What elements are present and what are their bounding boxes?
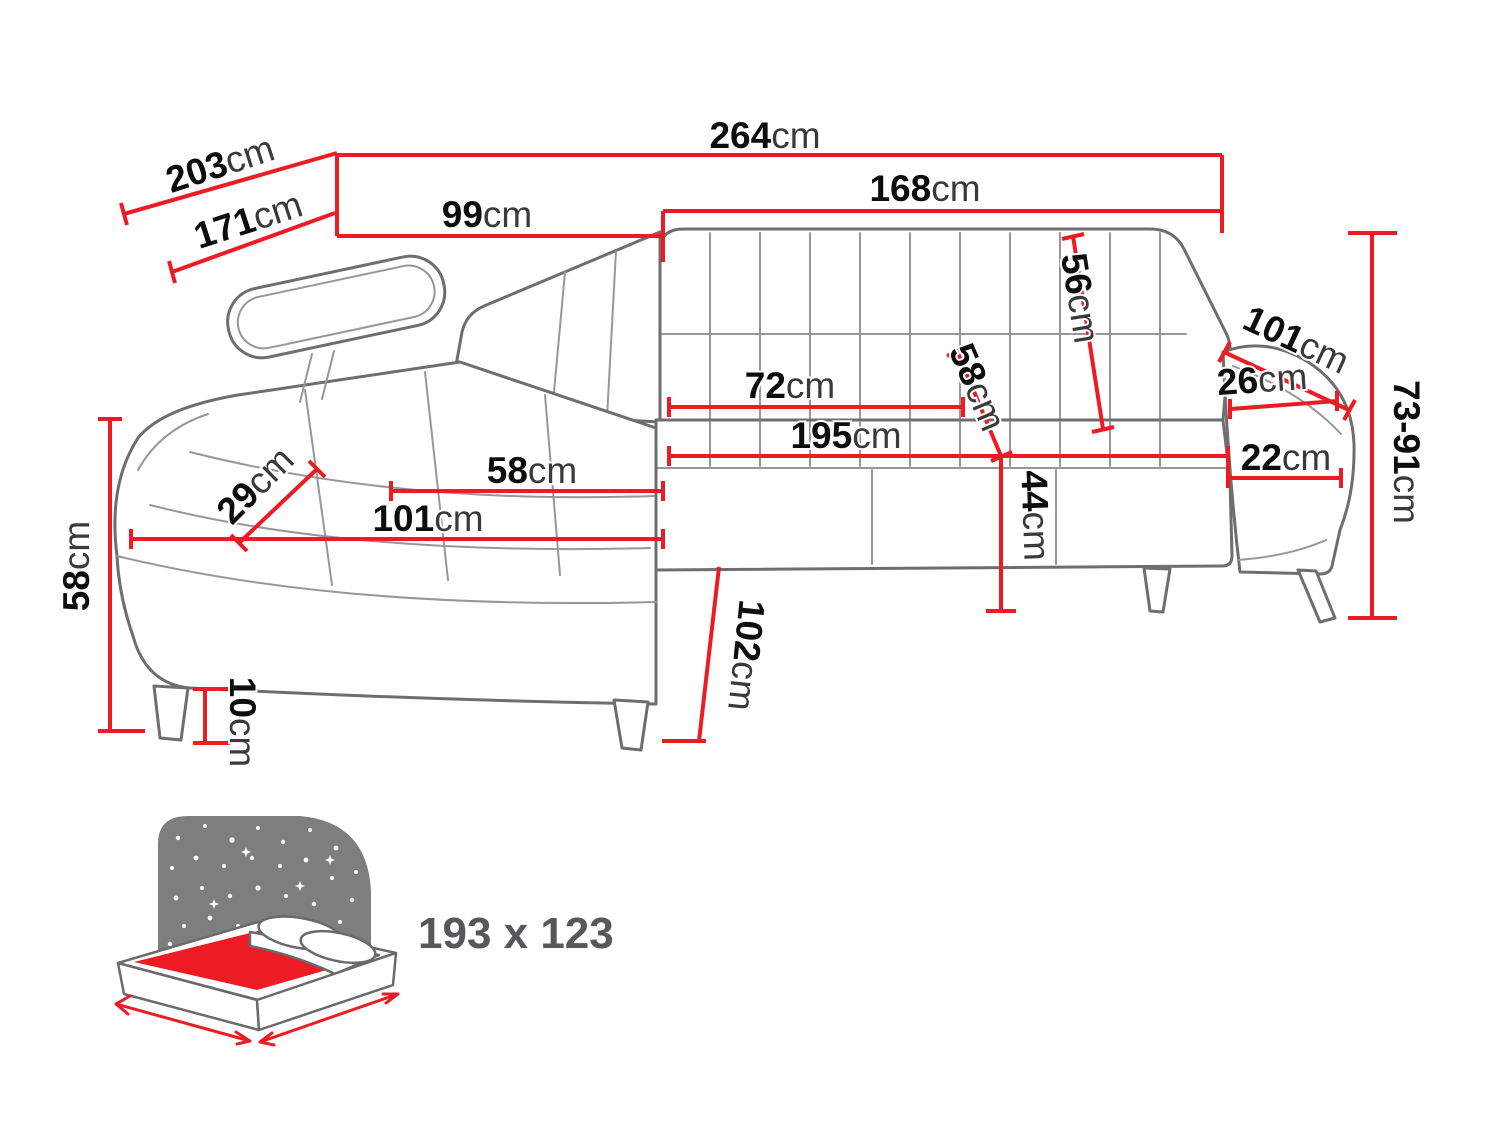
dim-value: 195 bbox=[790, 415, 852, 456]
dim-line-seat-depth bbox=[667, 397, 965, 417]
dim-label-seat-depth: 72cm bbox=[745, 365, 835, 406]
dim-line-total-width bbox=[335, 153, 1224, 236]
dim-line-inner-depth bbox=[167, 211, 336, 284]
dim-label-chaise-width: 99cm bbox=[442, 194, 532, 235]
sofa-main-seat bbox=[654, 418, 1234, 572]
dim-line-chaise-width bbox=[337, 211, 665, 262]
bed-perspective-icon bbox=[114, 915, 400, 1047]
dim-unit: cm bbox=[786, 365, 835, 406]
sofa-chaise-body bbox=[113, 360, 658, 706]
sofa-headrest-cushion bbox=[226, 254, 447, 360]
dim-label-seat-height: 44cm bbox=[1013, 470, 1057, 562]
dim-value: 44 bbox=[1013, 470, 1055, 513]
dim-value: 99 bbox=[442, 194, 483, 235]
dim-unit: cm bbox=[771, 115, 820, 156]
dim-value: 22 bbox=[1241, 437, 1282, 478]
sofa-right-armrest-seams bbox=[1232, 365, 1342, 561]
dim-unit: cm bbox=[720, 659, 766, 712]
dim-value: 264 bbox=[709, 115, 771, 156]
dim-unit: cm bbox=[1059, 291, 1107, 346]
dim-unit: cm bbox=[434, 498, 483, 539]
dim-unit: cm bbox=[852, 415, 901, 456]
dim-line-chaise-seat-depth bbox=[389, 481, 665, 501]
dim-label-front-height: 102cm bbox=[720, 598, 772, 713]
dim-line-total-depth bbox=[119, 151, 338, 226]
dim-value: 58 bbox=[56, 570, 97, 611]
sofa-leg-front-middle bbox=[612, 698, 650, 752]
sofa-back-left-seams bbox=[551, 250, 617, 419]
dim-value: 58 bbox=[487, 450, 528, 491]
sofa-leg-right-rear bbox=[1296, 568, 1337, 624]
dim-value: 102 bbox=[725, 598, 772, 664]
dim-line-front-height bbox=[662, 566, 721, 743]
dim-unit: cm bbox=[931, 168, 980, 209]
dim-value: 56 bbox=[1053, 250, 1100, 297]
bed-length-arrow bbox=[258, 992, 400, 1047]
sofa-main-seat-quilting bbox=[657, 421, 1227, 565]
dim-unit: cm bbox=[483, 194, 532, 235]
sofa-headrest-seam bbox=[236, 264, 436, 350]
dim-value: 26 bbox=[1216, 359, 1260, 403]
dim-unit: cm bbox=[1386, 475, 1427, 524]
dim-label-backrest-height-range: 73-91cm bbox=[1386, 380, 1427, 524]
dim-label-chaise-seat-depth: 58cm bbox=[487, 450, 577, 491]
dim-line-chaise-length bbox=[129, 529, 665, 549]
dim-label-backrest-height: 56cm bbox=[1053, 250, 1108, 346]
dim-unit: cm bbox=[1015, 511, 1058, 562]
dim-line-backrest-height-range bbox=[1348, 231, 1397, 620]
dim-line-side-height bbox=[98, 417, 145, 733]
bed-pillow bbox=[299, 929, 377, 965]
sleeping-area-size-label: 193 x 123 bbox=[418, 909, 614, 958]
dim-value: 10 bbox=[222, 677, 263, 718]
dim-label-side-height: 58cm bbox=[56, 521, 97, 611]
sofa-chaise-front-edge bbox=[116, 555, 657, 605]
sofa-leg-right-middle bbox=[1142, 566, 1172, 614]
sofa-headrest bbox=[226, 254, 447, 360]
dim-line-seat-height bbox=[986, 458, 1016, 613]
dim-line-seat-length bbox=[667, 446, 1228, 466]
dim-unit: cm bbox=[222, 718, 263, 767]
dim-value: 101 bbox=[372, 498, 434, 539]
sofa-backrest-seams bbox=[661, 232, 1187, 419]
dim-unit: cm bbox=[56, 521, 97, 570]
bed-side-right bbox=[255, 951, 398, 1032]
dim-unit: cm bbox=[528, 450, 577, 491]
dim-label-leg-height: 10cm bbox=[222, 677, 263, 767]
dim-label-total-width: 264cm bbox=[709, 115, 820, 156]
sleeping-area-icon: 193 x 123 bbox=[114, 816, 614, 1047]
dim-label-armrest-top-width: 26cm bbox=[1216, 356, 1309, 403]
sofa-headrest-supports bbox=[299, 350, 335, 403]
dim-label-armrest-side-width: 22cm bbox=[1241, 437, 1331, 478]
sofa-leg-front-left bbox=[152, 684, 190, 742]
dim-line-leg-height bbox=[193, 687, 230, 745]
dim-line-armrest-side-width bbox=[1226, 446, 1343, 488]
dim-value: 72 bbox=[745, 365, 786, 406]
dim-value: 168 bbox=[869, 168, 931, 209]
dim-value: 73-91 bbox=[1386, 380, 1427, 475]
dim-label-total-depth: 203cm bbox=[161, 127, 279, 200]
dim-line-armrest-top-width bbox=[1228, 391, 1339, 419]
dimension-labels: 264cm 203cm 171cm 99cm 168cm 56cm 101cm … bbox=[54, 113, 1429, 769]
dimension-lines bbox=[98, 151, 1397, 745]
dim-label-seat-section-width: 168cm bbox=[869, 168, 980, 209]
sofa-drawing bbox=[113, 227, 1356, 752]
dim-line-backrest-height bbox=[1061, 232, 1115, 434]
dim-label-seat-length: 195cm bbox=[790, 415, 901, 456]
dim-label-chaise-length: 101cm bbox=[372, 498, 483, 539]
bed-width-arrow bbox=[114, 994, 252, 1046]
dim-unit: cm bbox=[1282, 437, 1331, 478]
dim-unit: cm bbox=[1257, 356, 1309, 400]
